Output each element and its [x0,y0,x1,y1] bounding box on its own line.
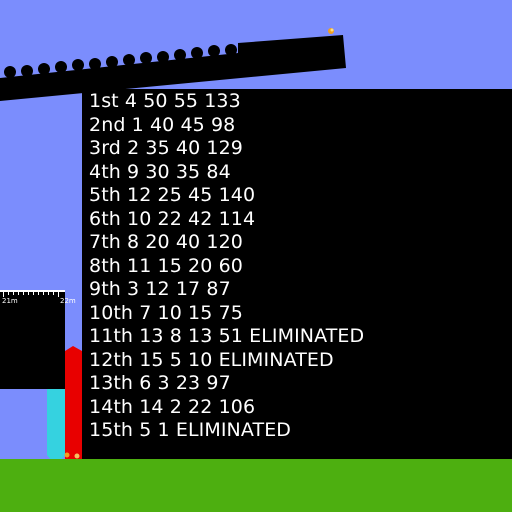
score-row: 12th 15 5 10 ELIMINATED [89,348,334,371]
score-row: 13th 6 3 23 97 [89,372,231,394]
score-row: 11th 13 8 13 51 ELIMINATED [89,325,365,347]
ruler-label-left: 21m [2,297,18,305]
score-row: 10th 7 10 15 75 [89,301,243,324]
scoreboard-panel: 1st 4 50 55 133 2nd 1 40 45 98 3rd 2 35 … [82,89,512,459]
score-row: 4th 9 30 35 84 [89,160,231,183]
score-row: 7th 8 20 40 120 [89,231,243,253]
beam-scallops [4,44,237,78]
marbles-bottom [64,452,80,459]
score-row: 3rd 2 35 40 129 [89,137,243,159]
ground [0,459,512,512]
score-row: 14th 14 2 22 106 [89,395,256,418]
tilted-beam [0,35,346,101]
score-row: 9th 3 12 17 87 [89,278,231,300]
player-marble-top [328,28,334,34]
score-row: 5th 12 25 45 140 [89,184,256,206]
cyan-tube [47,389,65,462]
ruler-label-right: 22m [60,297,76,305]
score-row: 15th 5 1 ELIMINATED [89,419,292,441]
red-bar [65,346,82,459]
ruler-block [0,290,65,389]
score-row: 8th 11 15 20 60 [89,254,243,277]
score-row: 6th 10 22 42 114 [89,207,256,230]
score-row: 1st 4 50 55 133 [89,90,241,112]
score-row: 2nd 1 40 45 98 [89,113,236,136]
